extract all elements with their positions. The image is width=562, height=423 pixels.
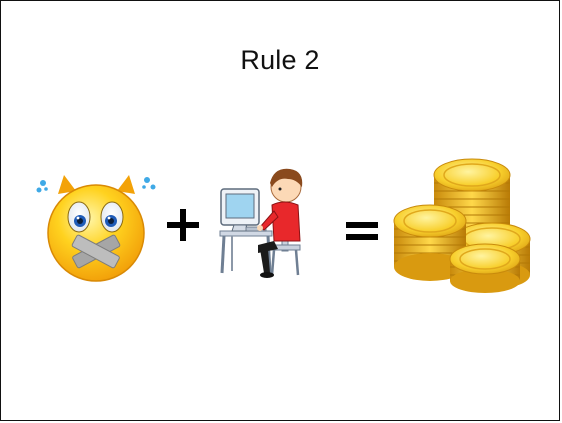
smiley-with-taped-mouth-icon [36, 175, 156, 282]
plus-icon [167, 209, 199, 241]
slide-title: Rule 2 [240, 45, 320, 75]
equals-icon [346, 222, 378, 240]
gold-coins-stack-icon [393, 158, 531, 293]
person-at-computer-icon [219, 168, 303, 278]
